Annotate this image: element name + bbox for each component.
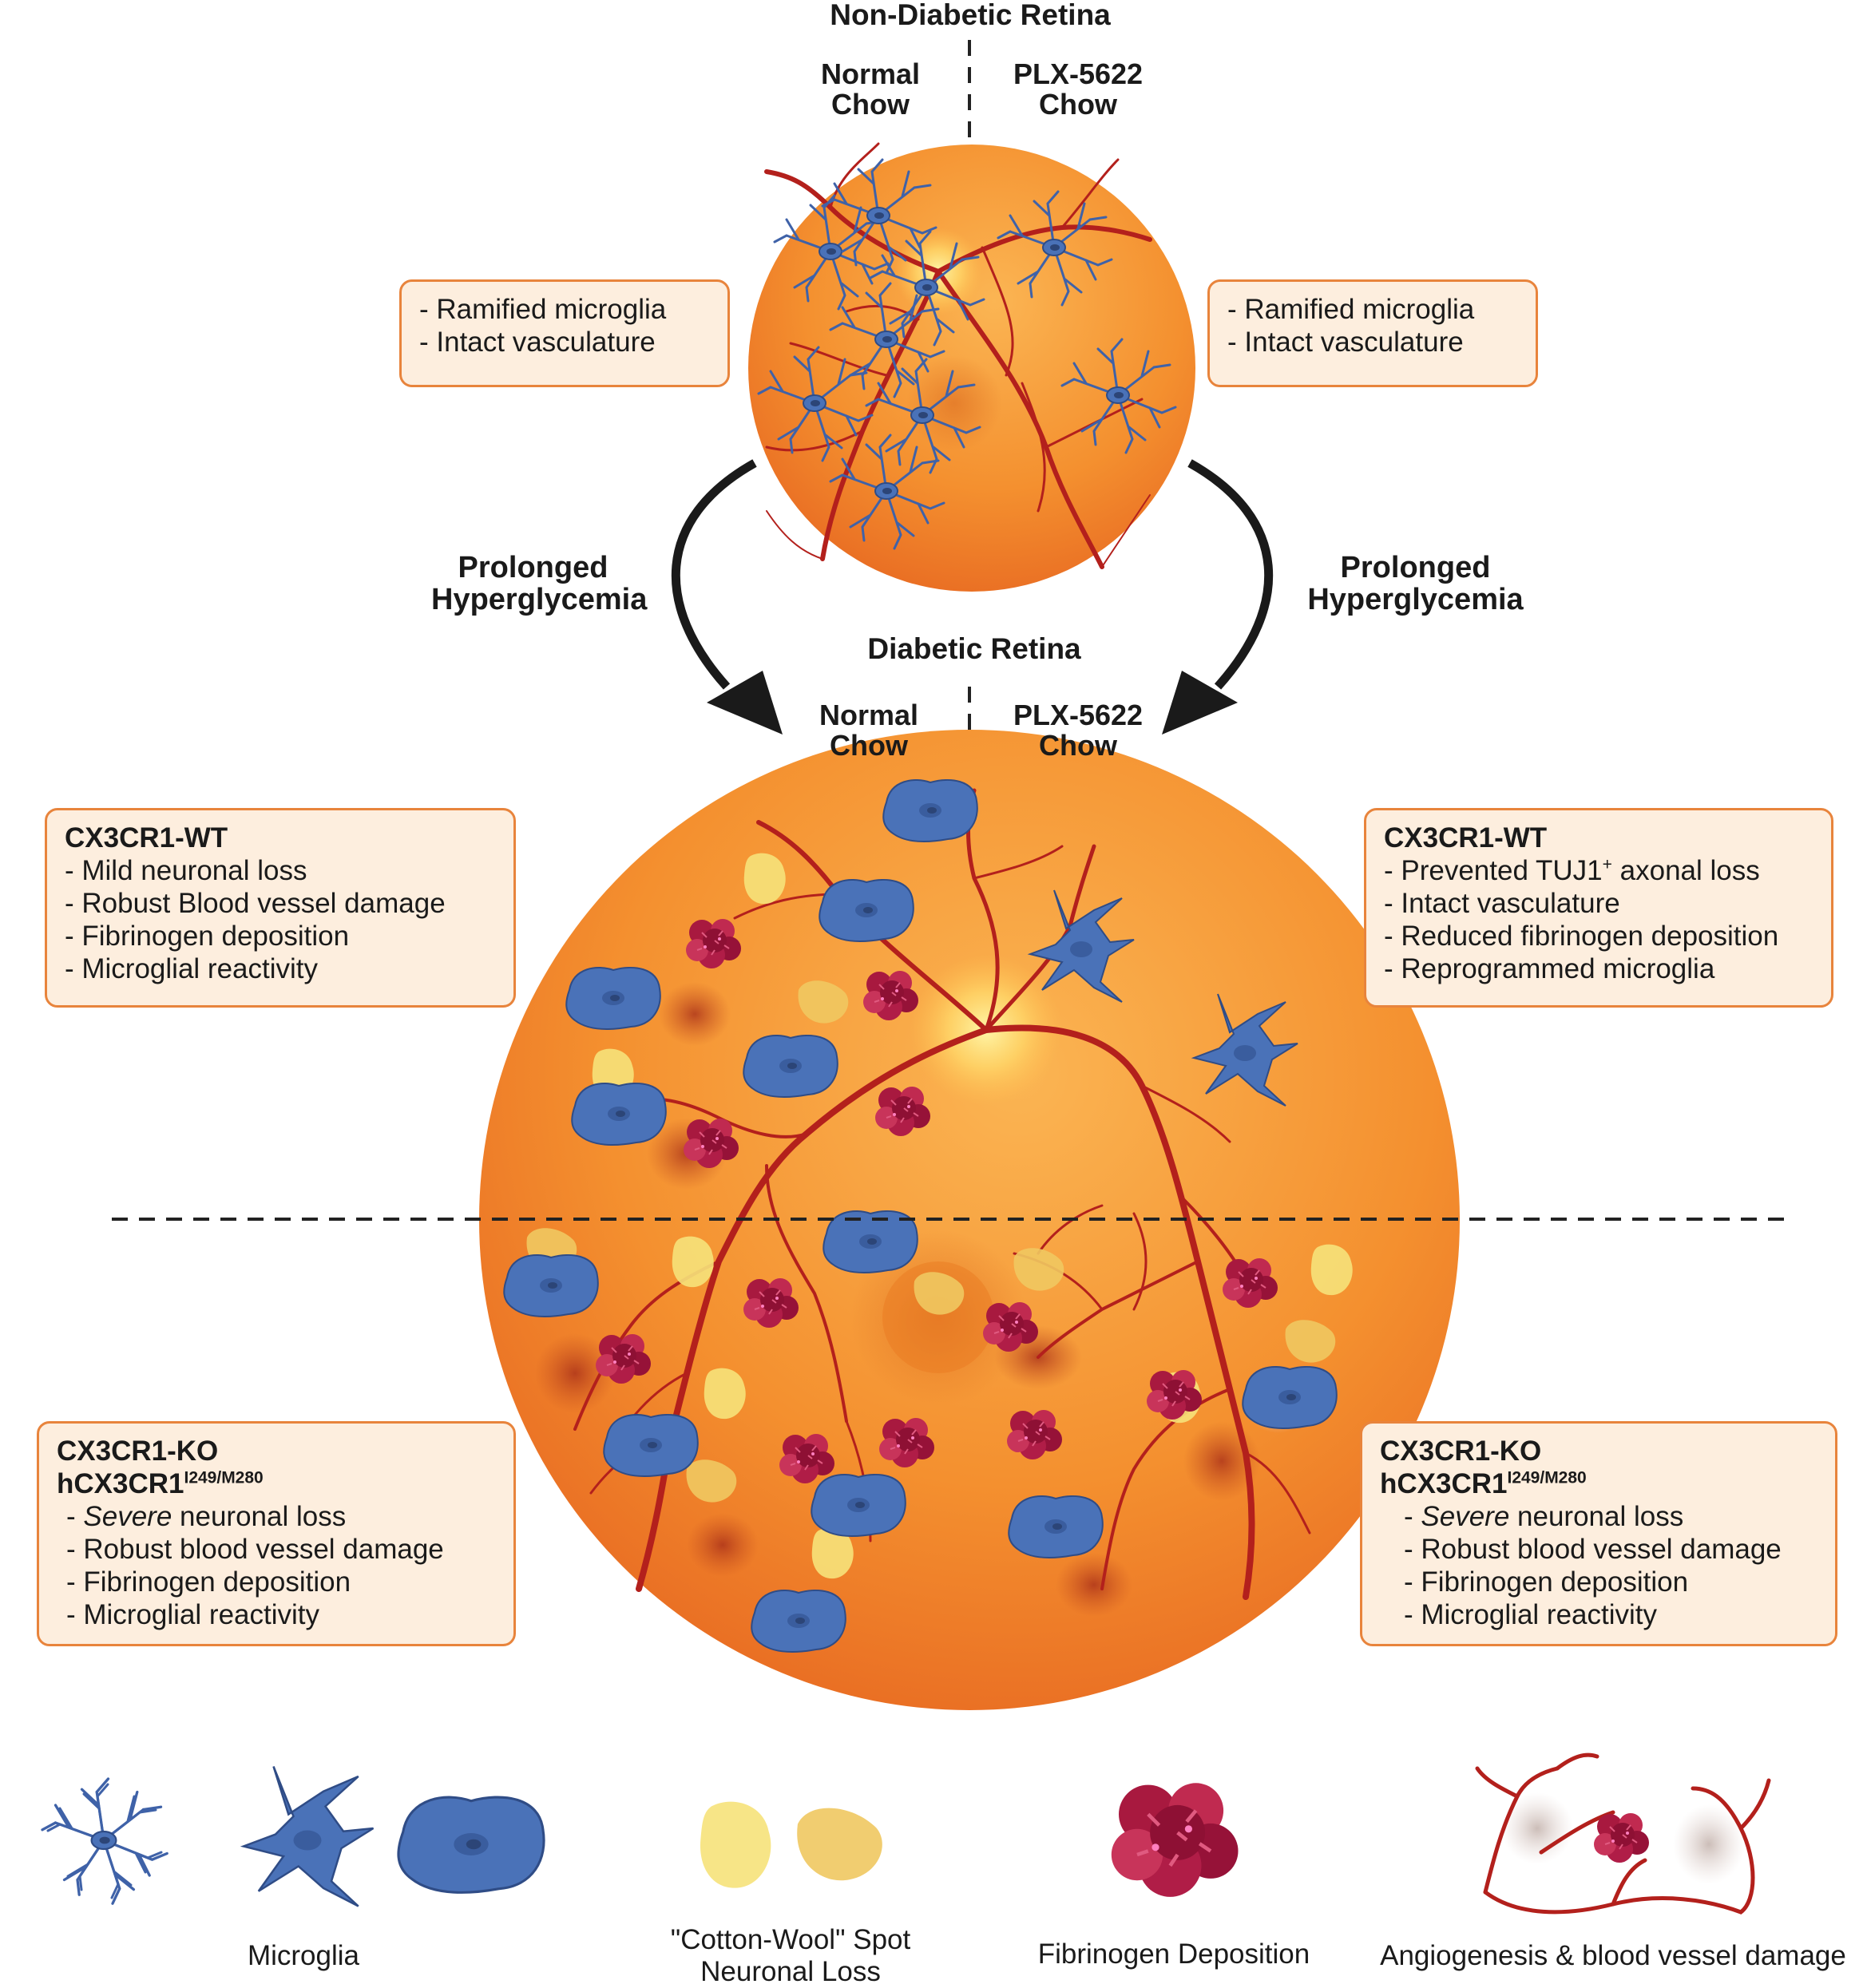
ko-plx-chow-box: CX3CR1-KO hCX3CR1I249/M280 - Severe neur… [1360,1421,1837,1646]
summary-item: - Intact vasculature [1227,327,1464,358]
genotype-subheading: hCX3CR1I249/M280 [57,1467,496,1500]
legend-line: Neuronal Loss [700,1956,881,1987]
amoeboid-microglia [811,1473,906,1537]
legend-angiogenesis-icon [1475,1752,1771,1915]
legend-microglia-label: Microglia [247,1940,360,1971]
cotton-wool-spot [1310,1244,1353,1296]
genotype-heading: CX3CR1-WT [1384,822,1548,853]
ko-normal-chow-box: CX3CR1-KO hCX3CR1I249/M280 - Severe neur… [37,1421,516,1646]
summary-item: - Microglial reactivity [65,953,318,984]
wt-normal-chow-box: CX3CR1-WT - Mild neuronal loss - Robust … [45,808,516,1008]
summary-item: - Reprogrammed microglia [1384,953,1715,984]
cotton-wool-spot [743,853,786,905]
top-left-summary-box: - Ramified microglia - Intact vasculatur… [399,279,730,387]
amoeboid-microglia [751,1589,846,1653]
summary-item-text: neuronal loss [172,1501,347,1532]
transition-line: Hyperglycemia [1307,582,1524,616]
diet-line: Normal [819,699,919,731]
amoeboid-microglia [882,778,978,842]
emphasis: Severe [1421,1501,1510,1532]
transition-line: Prolonged [458,551,608,584]
summary-item: - Intact vasculature [419,327,656,358]
summary-item: - Severe neuronal loss [1404,1501,1684,1532]
genotype-subheading-text: hCX3CR1 [1380,1468,1508,1499]
superscript: I249/M280 [1507,1468,1587,1487]
summary-item: - Severe neuronal loss [66,1501,347,1532]
diet-line: Chow [830,728,908,762]
top-left-diet-label: Normal Chow [799,59,942,120]
summary-item: - Robust blood vessel damage [1404,1534,1782,1565]
genotype-subheading-text: hCX3CR1 [57,1468,184,1499]
summary-item: - Prevented TUJ1+ axonal loss [1384,854,1813,887]
diet-line: PLX-5622 [1013,699,1144,731]
left-transition-label: Prolonged Hyperglycemia [431,551,648,616]
genotype-heading: CX3CR1-KO [57,1436,219,1467]
genotype-subheading: hCX3CR1I249/M280 [1380,1467,1817,1500]
amoeboid-microglia [571,1082,667,1146]
summary-item-text: neuronal loss [1509,1501,1684,1532]
amoeboid-microglia [503,1253,599,1317]
summary-item: - Robust blood vessel damage [66,1534,444,1565]
summary-item-text: - Prevented TUJ1 [1384,855,1603,886]
diet-line: Chow [1039,87,1117,121]
summary-item: - Robust Blood vessel damage [65,888,446,919]
transition-line: Hyperglycemia [431,582,648,616]
summary-item: - Ramified microglia [419,294,667,325]
legend-fibrinogen-icon [1112,1783,1239,1897]
legend-angiogenesis-label: Angiogenesis & blood vessel damage [1380,1940,1846,1971]
diet-line: Chow [831,87,910,121]
summary-item: - Ramified microglia [1227,294,1475,325]
legend-cotton-wool-label: "Cotton-Wool" Spot Neuronal Loss [631,1924,950,1988]
cotton-wool-spot [672,1236,714,1288]
amoeboid-microglia [603,1413,699,1477]
summary-item-text: axonal loss [1611,855,1760,886]
amoeboid-microglia [819,878,914,942]
superscript: I249/M280 [184,1468,264,1487]
summary-item: - Microglial reactivity [66,1599,319,1630]
amoeboid-microglia [743,1034,838,1098]
diabetic-title: Diabetic Retina [867,632,1081,665]
summary-item: - Fibrinogen deposition [66,1566,351,1598]
summary-item: - Intact vasculature [1384,888,1620,919]
emphasis: Severe [83,1501,172,1532]
top-right-summary-box: - Ramified microglia - Intact vasculatur… [1207,279,1538,387]
summary-item: - Microglial reactivity [1404,1599,1657,1630]
summary-item: - Mild neuronal loss [65,855,307,886]
transition-line: Prolonged [1340,551,1491,584]
legend-fibrinogen-label: Fibrinogen Deposition [1037,1938,1310,1970]
left-hyperglycemia-arrow [671,459,783,735]
summary-item: - Fibrinogen deposition [65,921,350,952]
legend-ramified-microglia-icon [41,1777,168,1905]
genotype-heading: CX3CR1-WT [65,822,228,853]
cotton-wool-spot [704,1368,746,1420]
summary-item: - Fibrinogen deposition [1404,1566,1689,1598]
right-hyperglycemia-arrow [1162,459,1274,735]
legend-line: "Cotton-Wool" Spot [670,1924,911,1955]
right-transition-label: Prolonged Hyperglycemia [1298,552,1533,616]
diet-line: PLX-5622 [1013,57,1144,90]
bottom-left-diet-label: Normal Chow [797,700,941,761]
amoeboid-microglia [1008,1495,1104,1558]
legend-amoeboid-microglia-icon [397,1796,545,1894]
diet-line: Chow [1039,728,1117,762]
top-right-diet-label: PLX-5622 Chow [990,59,1166,120]
summary-item: - Reduced fibrinogen deposition [1384,921,1779,952]
amoeboid-microglia [1242,1365,1338,1429]
non-diabetic-retina [748,142,1195,592]
diet-line: Normal [820,57,921,90]
superscript: + [1602,855,1612,874]
non-diabetic-title: Non-Diabetic Retina [830,0,1111,31]
amoeboid-microglia [565,966,661,1030]
bottom-right-diet-label: PLX-5622 Chow [990,700,1166,761]
wt-plx-chow-box: CX3CR1-WT - Prevented TUJ1+ axonal loss … [1364,808,1833,1008]
genotype-heading: CX3CR1-KO [1380,1436,1542,1467]
legend-reactive-microglia-icon [242,1765,375,1907]
legend-cotton-wool-icon [700,1801,882,1888]
